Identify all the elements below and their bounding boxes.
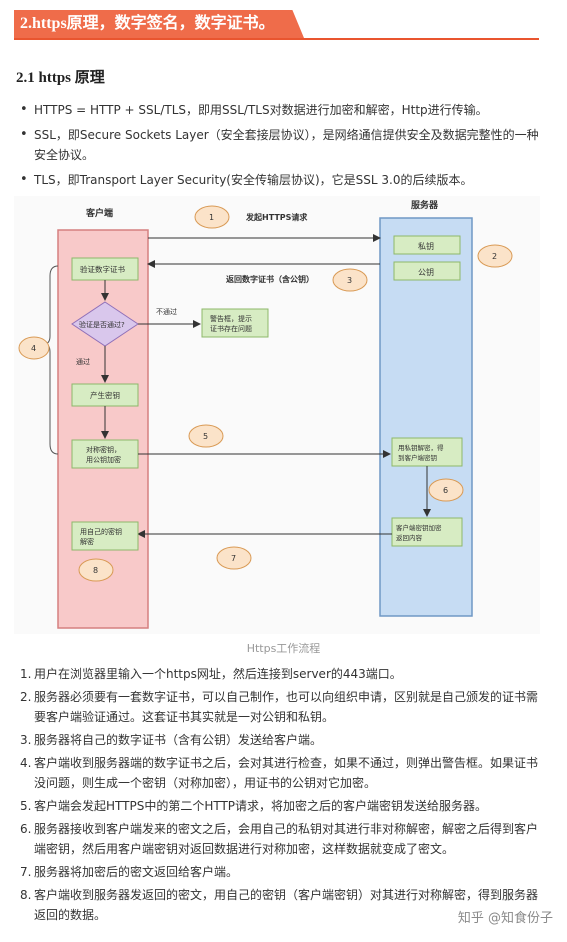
section-heading: 2.1 https 原理 <box>16 70 105 86</box>
step-text: 用户在浏览器里输入一个https网址，然后连接到server的443端口。 <box>34 667 402 681</box>
client-decrypt-text-2: 解密 <box>80 537 94 546</box>
page-title: 2.https原理，数字签名，数字证书。 <box>14 10 304 38</box>
step-circle-7 <box>216 546 252 570</box>
step-number-3: 3 <box>347 276 352 285</box>
bullet-item: TLS，即Transport Layer Security(安全传输层协议)，它… <box>20 170 545 190</box>
step-text: 客户端收到服务器端的数字证书之后，会对其进行检查，如果不通过，则弹出警告框。如果… <box>34 756 539 790</box>
step-item: 6.服务器接收到客户端发来的密文之后，会用自己的私钥对其进行非对称解密，解密之后… <box>20 819 540 859</box>
title-bar: 2.https原理，数字签名，数字证书。 <box>14 10 539 40</box>
https-flow-diagram: 客户端 服务器 私钥 公钥 发起HTTPS请求 1 2 返回数字证书（含公钥） … <box>14 196 540 634</box>
server-encrypt-text-2: 返回内容 <box>396 533 423 542</box>
encrypt-text-2: 用公钥加密 <box>86 455 121 464</box>
server-decrypt-box <box>391 437 463 467</box>
step-text: 服务器必须要有一套数字证书，可以自己制作，也可以向组织申请，区别就是自己颁发的证… <box>34 690 539 724</box>
step-text: 服务器将加密后的密文返回给客户端。 <box>34 865 239 879</box>
server-decrypt-text-1: 用私钥解密，得 <box>398 443 444 452</box>
step-num: 2. <box>20 690 32 704</box>
arrow-return-cert-label: 返回数字证书（含公钥） <box>226 274 314 284</box>
step-text: 客户端会发起HTTPS中的第二个HTTP请求，将加密之后的客户端密钥发送给服务器… <box>34 799 488 813</box>
private-key-text: 私钥 <box>418 241 434 251</box>
step-item: 7.服务器将加密后的密文返回给客户端。 <box>20 862 540 882</box>
pass-label: 通过 <box>76 357 90 366</box>
server-encrypt-box <box>391 517 463 547</box>
step-text: 服务器将自己的数字证书（含有公钥）发送给客户端。 <box>34 733 323 747</box>
step-circle-1 <box>194 205 230 229</box>
client-decrypt-text-1: 用自己的密钥 <box>80 527 122 536</box>
bullet-item: SSL，即Secure Sockets Layer（安全套接层协议），是网络通信… <box>20 125 545 165</box>
warning-box <box>201 308 269 338</box>
step-item: 2.服务器必须要有一套数字证书，可以自己制作，也可以向组织申请，区别就是自己颁发… <box>20 687 540 727</box>
client-decrypt-box <box>71 521 139 551</box>
step-num: 1. <box>20 667 32 681</box>
step-circle-5 <box>188 424 224 448</box>
server-encrypt-text-1: 客户端密钥加密 <box>396 523 442 532</box>
bullet-item: HTTPS = HTTP + SSL/TLS，即用SSL/TLS对数据进行加密和… <box>20 100 545 120</box>
warning-text-2: 证书存在问题 <box>210 324 252 333</box>
step-number-7: 7 <box>231 554 236 563</box>
step-num: 3. <box>20 733 32 747</box>
step-num: 6. <box>20 822 32 836</box>
step-circle-3 <box>332 268 368 292</box>
step-text: 服务器接收到客户端发来的密文之后，会用自己的私钥对其进行非对称解密，解密之后得到… <box>34 822 539 856</box>
step-circle-8 <box>78 558 114 582</box>
step-item: 8.客户端收到服务器发返回的密文，用自己的密钥（客户端密钥）对其进行对称解密，得… <box>20 885 540 925</box>
step-circle-2 <box>477 244 513 268</box>
step-number-2: 2 <box>492 252 497 261</box>
step-list: 1.用户在浏览器里输入一个https网址，然后连接到server的443端口。 … <box>20 664 540 928</box>
public-key-box <box>393 261 461 281</box>
step-number-5: 5 <box>203 432 208 441</box>
step-4-bracket <box>43 265 59 455</box>
warning-text-1: 警告框，提示 <box>210 314 252 323</box>
step-number-4: 4 <box>31 344 36 353</box>
step-item: 4.客户端收到服务器端的数字证书之后，会对其进行检查，如果不通过，则弹出警告框。… <box>20 753 540 793</box>
not-pass-label: 不通过 <box>156 307 177 316</box>
diagram-caption: Https工作流程 <box>246 642 321 655</box>
encrypt-text-1: 对称密钥， <box>86 445 121 454</box>
bullet-list: HTTPS = HTTP + SSL/TLS，即用SSL/TLS对数据进行加密和… <box>20 100 545 195</box>
verify-cert-text: 验证数字证书 <box>80 264 125 274</box>
server-lane <box>379 217 473 617</box>
watermark: 知乎 @知食份子 <box>457 911 553 926</box>
public-key-text: 公钥 <box>418 267 434 277</box>
server-decrypt-text-2: 到客户端密钥 <box>398 453 437 462</box>
server-label: 服务器 <box>411 199 439 211</box>
step-num: 8. <box>20 888 32 902</box>
encrypt-box <box>71 439 139 469</box>
step-number-1: 1 <box>209 213 214 222</box>
verify-decision-text: 验证是否通过? <box>79 320 125 329</box>
gen-key-text: 产生密钥 <box>90 390 120 400</box>
step-text: 客户端收到服务器发返回的密文，用自己的密钥（客户端密钥）对其进行对称解密，得到服… <box>34 888 539 922</box>
step-item: 1.用户在浏览器里输入一个https网址，然后连接到server的443端口。 <box>20 664 540 684</box>
step-num: 7. <box>20 865 32 879</box>
arrow-request-label: 发起HTTPS请求 <box>245 212 308 222</box>
step-number-8: 8 <box>93 566 98 575</box>
step-item: 3.服务器将自己的数字证书（含有公钥）发送给客户端。 <box>20 730 540 750</box>
step-item: 5.客户端会发起HTTPS中的第二个HTTP请求，将加密之后的客户端密钥发送给服… <box>20 796 540 816</box>
client-label: 客户端 <box>85 207 113 219</box>
step-circle-4 <box>18 336 50 360</box>
private-key-box <box>393 235 461 255</box>
step-circle-6 <box>428 478 464 502</box>
step-num: 4. <box>20 756 32 770</box>
step-number-6: 6 <box>443 486 448 495</box>
step-num: 5. <box>20 799 32 813</box>
